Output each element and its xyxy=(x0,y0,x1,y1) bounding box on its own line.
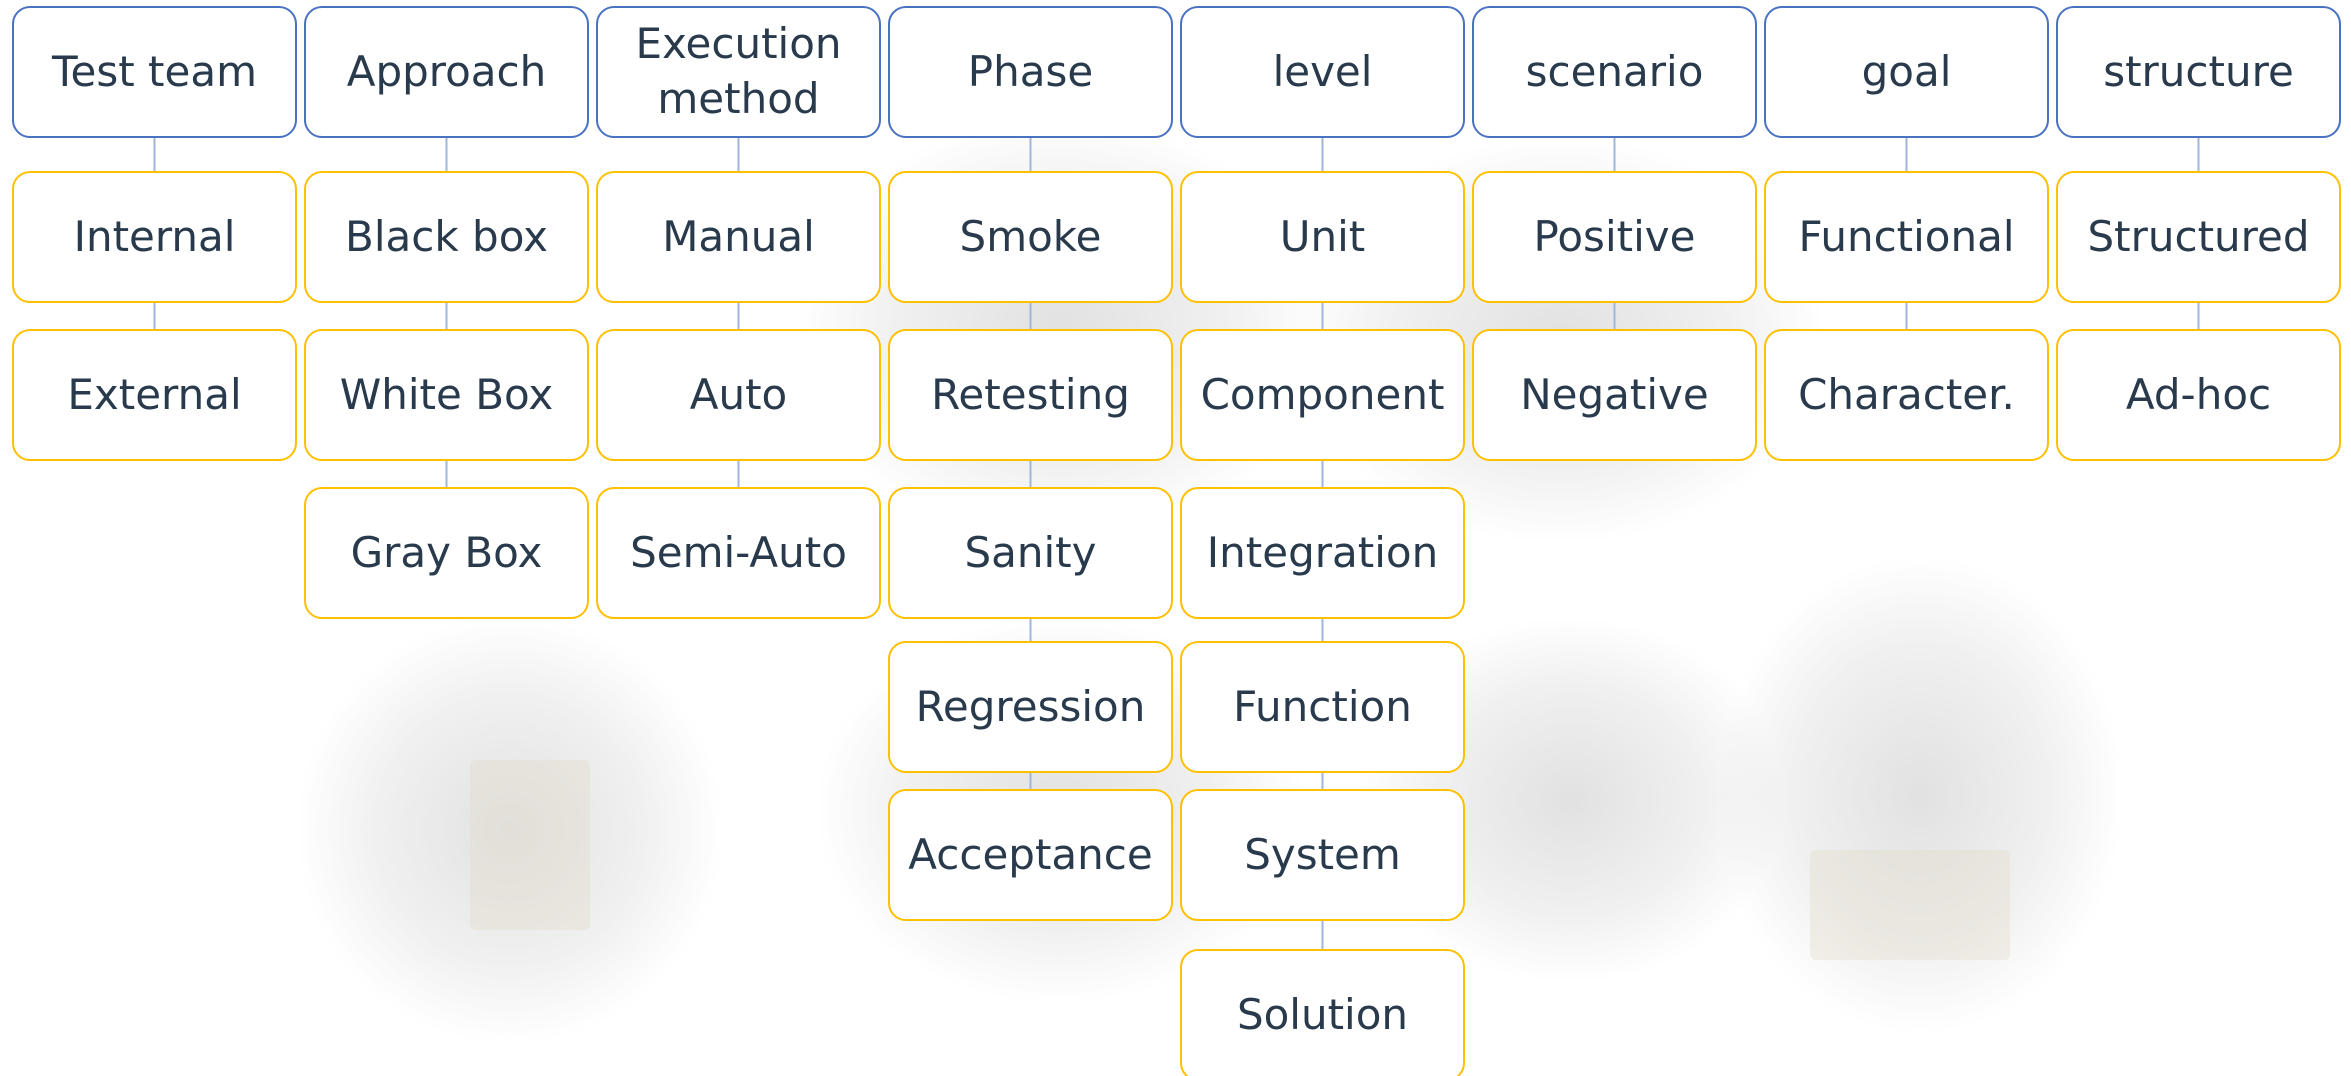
item-node: Functional xyxy=(1764,171,2049,303)
item-node: Ad-hoc xyxy=(2056,329,2341,461)
item-node: Semi-Auto xyxy=(596,487,881,619)
item-node: Retesting xyxy=(888,329,1173,461)
item-node: Auto xyxy=(596,329,881,461)
header-node: level xyxy=(1180,6,1465,138)
item-node: Regression xyxy=(888,641,1173,773)
item-node: Component xyxy=(1180,329,1465,461)
item-node: System xyxy=(1180,789,1465,921)
header-node: goal xyxy=(1764,6,2049,138)
item-node: Solution xyxy=(1180,949,1465,1076)
item-node: Manual xyxy=(596,171,881,303)
item-node: Structured xyxy=(2056,171,2341,303)
header-node: scenario xyxy=(1472,6,1757,138)
item-node: Unit xyxy=(1180,171,1465,303)
item-node: Negative xyxy=(1472,329,1757,461)
header-node: Test team xyxy=(12,6,297,138)
item-node: Character. xyxy=(1764,329,2049,461)
item-node: Acceptance xyxy=(888,789,1173,921)
item-node: Gray Box xyxy=(304,487,589,619)
header-node: Approach xyxy=(304,6,589,138)
item-node: Smoke xyxy=(888,171,1173,303)
item-node: Positive xyxy=(1472,171,1757,303)
item-node: Black box xyxy=(304,171,589,303)
item-node: White Box xyxy=(304,329,589,461)
item-node: Function xyxy=(1180,641,1465,773)
item-node: Integration xyxy=(1180,487,1465,619)
item-node: External xyxy=(12,329,297,461)
header-node: structure xyxy=(2056,6,2341,138)
header-node: Execution method xyxy=(596,6,881,138)
item-node: Sanity xyxy=(888,487,1173,619)
header-node: Phase xyxy=(888,6,1173,138)
item-node: Internal xyxy=(12,171,297,303)
